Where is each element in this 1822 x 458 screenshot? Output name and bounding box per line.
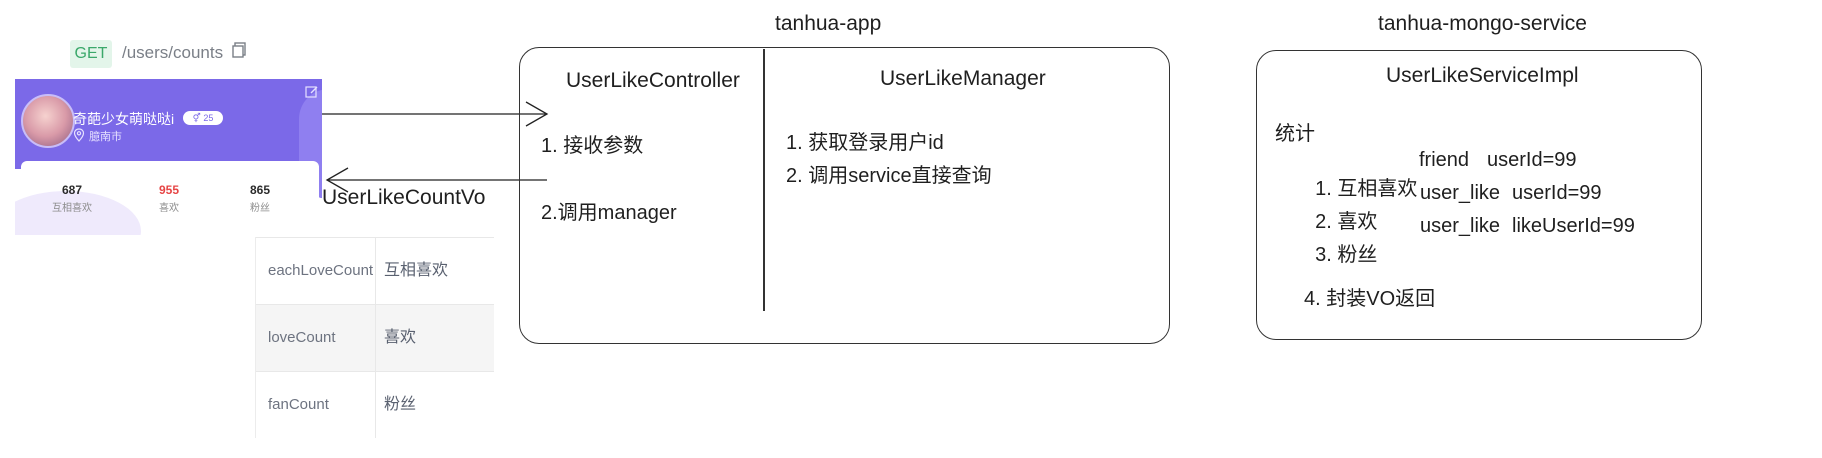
controller-step: 1. 接收参数 (541, 135, 644, 157)
controller-title: UserLikeController (566, 69, 740, 92)
query-label: 2. 喜欢 (1315, 211, 1378, 233)
app-title: tanhua-app (775, 12, 882, 35)
nickname: 奇葩少女萌哒哒i (73, 111, 175, 127)
service-title: tanhua-mongo-service (1378, 12, 1587, 35)
table-row: loveCount 喜欢 (256, 304, 494, 371)
query-row: 2. 喜欢 user_like userId=99 (1304, 182, 1601, 280)
query-collection: user_like (1420, 215, 1501, 237)
app-container (519, 47, 1170, 344)
location-text: 臆南市 (89, 131, 122, 143)
stat-label: 互相喜欢 (52, 203, 92, 214)
location-icon (73, 128, 85, 142)
stats-panel (15, 161, 319, 235)
stat-love[interactable]: 955 喜欢 (129, 183, 209, 214)
api-path: /users/counts (122, 43, 224, 62)
service-container (1256, 50, 1702, 340)
query-row: 1. 互相喜欢 friend userId=99 (1304, 149, 1576, 247)
edit-icon[interactable] (305, 85, 319, 99)
stat-each-love[interactable]: 687 互相喜欢 (32, 183, 112, 214)
manager-title: UserLikeManager (880, 67, 1046, 90)
query-condition: userId=99 (1487, 149, 1577, 171)
final-step: 4. 封装VO返回 (1304, 288, 1436, 310)
field-name: eachLoveCount (256, 238, 376, 304)
vo-title: UserLikeCountVo (322, 186, 486, 209)
field-description: 粉丝 (384, 396, 417, 413)
field-description: 互相喜欢 (384, 262, 449, 279)
field-name: fanCount (256, 372, 376, 438)
query-condition: likeUserId=99 (1512, 215, 1635, 237)
copy-icon[interactable] (232, 42, 246, 58)
query-label: 1. 互相喜欢 (1315, 178, 1418, 200)
profile-card: 奇葩少女萌哒哒i ⚥ 25 臆南市 687 互相喜欢 955 喜欢 865 粉丝 (15, 79, 322, 235)
query-condition: userId=99 (1512, 182, 1602, 204)
query-row: 3. 粉丝 user_like likeUserId=99 (1304, 215, 1635, 313)
field-name: loveCount (256, 305, 376, 371)
request-arrow (322, 101, 549, 127)
stat-fans[interactable]: 865 粉丝 (220, 183, 300, 214)
avatar[interactable] (21, 94, 75, 148)
query-label: 3. 粉丝 (1315, 244, 1378, 266)
query-collection: friend (1419, 149, 1470, 171)
service-impl-title: UserLikeServiceImpl (1386, 64, 1579, 87)
age-badge: ⚥ 25 (183, 111, 223, 125)
vo-fields-table: eachLoveCount 互相喜欢 loveCount 喜欢 fanCount… (255, 237, 494, 438)
stat-value: 865 (249, 183, 271, 197)
layer-divider (763, 49, 765, 311)
field-description: 喜欢 (384, 329, 417, 346)
controller-step: 2.调用manager (541, 202, 677, 224)
gender-icon: ⚥ (192, 113, 204, 123)
manager-step: 1. 获取登录用户id (786, 132, 944, 154)
stat-label: 粉丝 (250, 203, 270, 214)
query-collection: user_like (1420, 182, 1501, 204)
http-method-badge: GET (70, 40, 112, 68)
stat-value: 955 (158, 183, 180, 197)
stat-value: 687 (61, 183, 83, 197)
age-value: 25 (203, 113, 214, 123)
stat-heading: 统计 (1275, 123, 1315, 145)
manager-step: 2. 调用service直接查询 (786, 165, 992, 187)
table-row: fanCount 粉丝 (256, 371, 494, 438)
stat-label: 喜欢 (159, 203, 179, 214)
table-row: eachLoveCount 互相喜欢 (256, 237, 494, 304)
response-arrow (325, 167, 547, 193)
